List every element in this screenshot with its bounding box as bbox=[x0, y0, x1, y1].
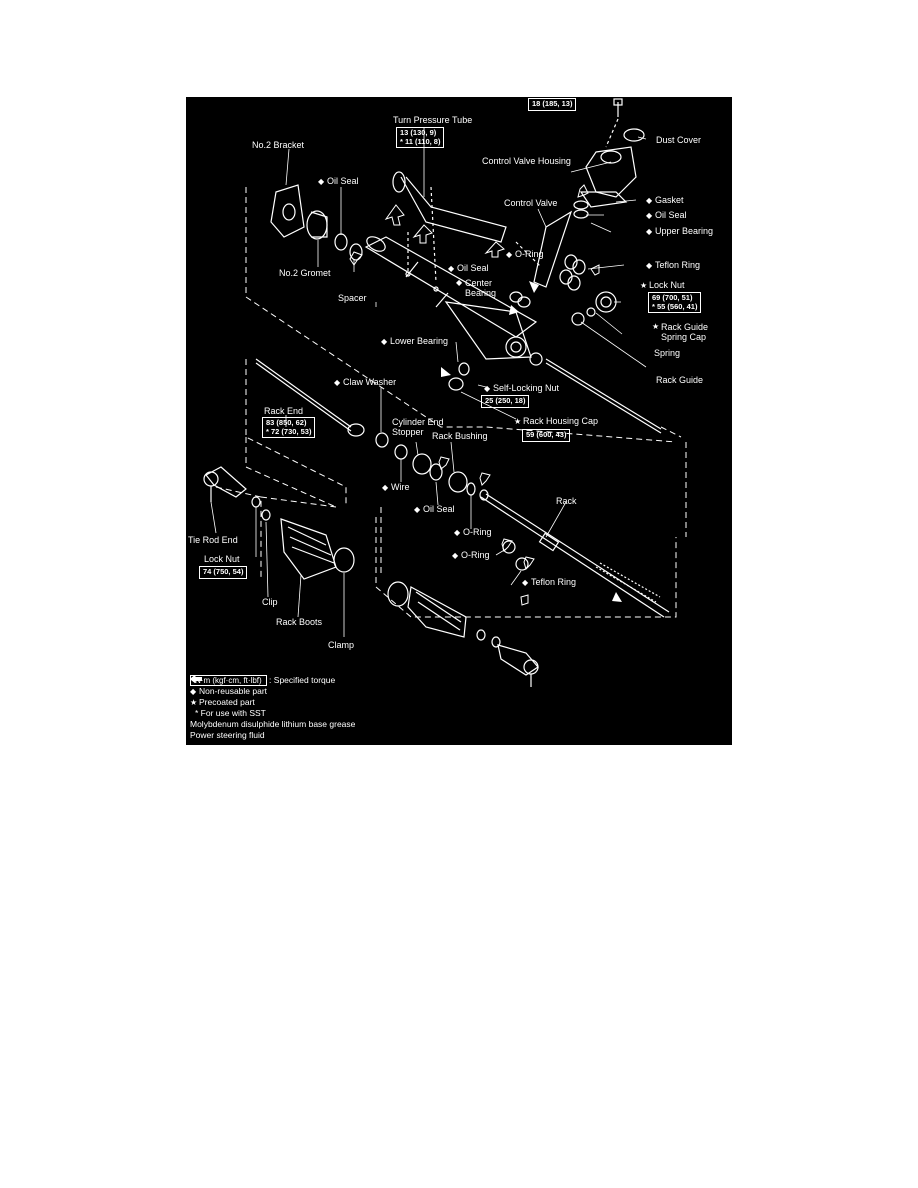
non-reusable-marker: ◆ bbox=[318, 177, 325, 186]
label-dust-cover: Dust Cover bbox=[656, 135, 702, 145]
label-claw-washer: ◆Claw Washer bbox=[334, 377, 397, 387]
control-valve-parts bbox=[509, 98, 645, 326]
fluid-arrows bbox=[349, 184, 600, 606]
label-rack-guide: Rack Guide bbox=[656, 375, 704, 385]
label-rack-boots: Rack Boots bbox=[276, 617, 323, 627]
torque-rack-end: 83 (850, 62)* 72 (730, 53) bbox=[262, 417, 316, 438]
label-center-bearing: ◆Center Bearing bbox=[456, 278, 497, 298]
label-self-locking-nut: ◆Self-Locking Nut bbox=[484, 383, 560, 393]
label-tie-rod-end: Tie Rod End bbox=[188, 535, 238, 545]
label-cylinder-end-stopper: Cylinder End Stopper bbox=[392, 417, 444, 437]
legend: N·m (kgf·cm, ft·lbf) : Specified torque … bbox=[190, 675, 355, 741]
label-rack-housing-cap: ★Rack Housing Cap bbox=[514, 416, 599, 426]
label-spacer: Spacer bbox=[338, 293, 367, 303]
rack-boots-right bbox=[387, 581, 501, 648]
leader-lines bbox=[210, 127, 647, 637]
legend-torque: N·m (kgf·cm, ft·lbf) : Specified torque bbox=[190, 675, 355, 686]
torque-lock-nut-valve: 69 (700, 51)* 55 (560, 41) bbox=[648, 292, 702, 313]
label-o-ring-rack-1: ◆O-Ring bbox=[454, 527, 492, 537]
label-clamp: Clamp bbox=[328, 640, 355, 650]
legend-fluid: Power steering fluid bbox=[190, 675, 355, 741]
dashed-outlines bbox=[215, 187, 687, 618]
label-gasket: ◆Gasket bbox=[646, 195, 684, 205]
rack-bar bbox=[479, 489, 670, 618]
diamond-icon: ◆ bbox=[190, 687, 197, 696]
label-teflon-ring-rack: ◆Teflon Ring bbox=[522, 577, 577, 587]
lower-bearing-cap bbox=[448, 352, 543, 391]
torque-rack-housing-cap: 59 (600, 43) bbox=[522, 429, 571, 442]
rack-boots-left bbox=[280, 518, 355, 580]
diagram-drawing bbox=[203, 98, 687, 687]
label-teflon-ring-valve: ◆Teflon Ring bbox=[646, 260, 701, 270]
label-spring: Spring bbox=[654, 348, 681, 358]
rack-housing bbox=[364, 236, 538, 360]
label-control-valve-housing: Control Valve Housing bbox=[482, 156, 571, 166]
claw-washer-parts bbox=[375, 432, 476, 496]
star-icon: ★ bbox=[190, 698, 198, 707]
legend-precoated: ★Precoated part bbox=[190, 697, 255, 707]
label-oil-seal-rack: ◆Oil Seal bbox=[414, 504, 455, 514]
label-lock-nut-valve: ★Lock Nut bbox=[640, 280, 685, 290]
label-oil-seal-center: ◆Oil Seal bbox=[448, 263, 489, 273]
legend-sst: * For use with SST bbox=[195, 708, 266, 718]
turn-pressure-tube bbox=[392, 171, 507, 292]
label-no2-bracket: No.2 Bracket bbox=[252, 140, 305, 150]
torque-turn-pressure-tube: 13 (130, 9)* 11 (110, 8) bbox=[396, 127, 445, 148]
torque-lock-nut-tie: 74 (750, 54) bbox=[199, 566, 248, 579]
torque-self-locking-nut: 25 (250, 18) bbox=[481, 395, 530, 408]
label-oil-seal-top: ◆Oil Seal bbox=[318, 176, 359, 186]
label-rack-end: Rack End bbox=[264, 406, 304, 416]
legend-non-reusable: ◆Non-reusable part bbox=[190, 686, 268, 696]
label-rack-bushing: Rack Bushing bbox=[432, 431, 488, 441]
tie-rod-end-right bbox=[497, 644, 539, 687]
label-turn-pressure-tube: Turn Pressure Tube bbox=[393, 115, 473, 125]
label-rack-guide-spring-cap: ★Rack Guide Spring Cap bbox=[652, 322, 709, 342]
bracket-gromet bbox=[270, 184, 363, 261]
label-o-ring-rack-2: ◆O-Ring bbox=[452, 550, 490, 560]
exploded-diagram: No.2 Bracket ◆Oil Seal Turn Pressure Tub… bbox=[186, 97, 732, 745]
tie-rod-end-left bbox=[203, 466, 271, 521]
label-wire: ◆Wire bbox=[382, 482, 410, 492]
label-no2-gromet: No.2 Gromet bbox=[279, 268, 331, 278]
grease-arrows bbox=[441, 281, 622, 602]
label-control-valve: Control Valve bbox=[504, 198, 558, 208]
rack-end bbox=[255, 358, 662, 437]
label-lower-bearing: ◆Lower Bearing bbox=[381, 336, 449, 346]
legend-grease: Molybdenum disulphide lithium base greas… bbox=[190, 675, 355, 730]
label-oil-seal-valve: ◆Oil Seal bbox=[646, 210, 687, 220]
label-lock-nut-tie: Lock Nut bbox=[204, 554, 240, 564]
torque-top-bolt: 18 (185, 13) bbox=[528, 98, 577, 111]
outline-arrow-icon bbox=[190, 675, 202, 683]
label-clip: Clip bbox=[262, 597, 278, 607]
label-rack: Rack bbox=[556, 496, 577, 506]
label-o-ring-valve: ◆O-Ring bbox=[506, 249, 544, 259]
label-upper-bearing: ◆Upper Bearing bbox=[646, 226, 714, 236]
